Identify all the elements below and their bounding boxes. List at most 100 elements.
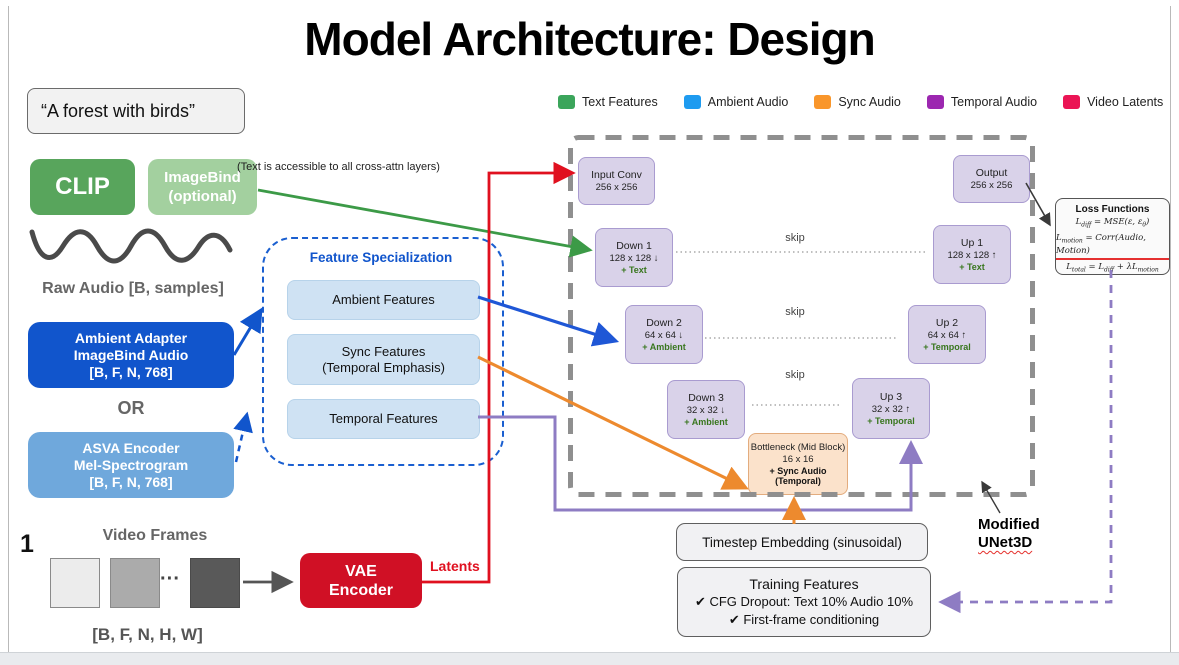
- text-prompt-box: “A forest with birds”: [27, 88, 245, 134]
- bottom-strip: [0, 652, 1179, 665]
- latents-label: Latents: [430, 558, 480, 574]
- asva-encoder-line: [B, F, N, 768]: [89, 473, 173, 490]
- slide-left-border: [8, 6, 9, 653]
- raw-audio-label: Raw Audio [B, samples]: [42, 280, 224, 297]
- ambient-adapter-line: [B, F, N, 768]: [89, 363, 173, 380]
- loss-functions-box: Loss Functions Ldiff = MSE(ε, εθ) Lmotio…: [1055, 198, 1170, 275]
- node-cond: + Temporal: [867, 416, 915, 426]
- legend-item-sync-audio: Sync Audio: [814, 95, 901, 109]
- imagebind-label: ImageBind: [164, 169, 241, 186]
- legend-label: Video Latents: [1087, 95, 1164, 109]
- imagebind-optional-label: (optional): [168, 188, 237, 205]
- legend-item-ambient-audio: Ambient Audio: [683, 95, 789, 109]
- training-feature-item: ✔ First-frame conditioning: [728, 612, 880, 627]
- unet-up2-node: Up 2 64 x 64 ↑ + Temporal: [908, 305, 986, 364]
- legend-item-text-features: Text Features: [558, 95, 658, 109]
- video-frame-dark: [190, 558, 240, 608]
- unet-up1-node: Up 1 128 x 128 ↑ + Text: [933, 225, 1011, 284]
- skip-label-3: skip: [785, 369, 805, 381]
- node-cond: + Temporal: [923, 342, 971, 352]
- legend-label: Sync Audio: [838, 95, 901, 109]
- sync-features-box: Sync Features (Temporal Emphasis): [287, 334, 480, 385]
- ambient-audio-swatch-icon: [683, 95, 701, 109]
- training-feature-item: ✔ CFG Dropout: Text 10% Audio 10%: [694, 594, 914, 609]
- legend-label: Text Features: [582, 95, 658, 109]
- loss-functions-title: Loss Functions: [1075, 204, 1150, 215]
- vae-line: VAE: [345, 562, 377, 580]
- node-size: 256 x 256: [595, 182, 638, 193]
- node-cond: + Text: [959, 262, 985, 272]
- crossattn-note: (Text is accessible to all cross-attn la…: [237, 161, 440, 173]
- asva-encoder-line: Mel-Spectrogram: [73, 456, 189, 473]
- sync-audio-swatch-icon: [814, 95, 832, 109]
- unet-down2-node: Down 2 64 x 64 ↓ + Ambient: [625, 305, 703, 364]
- text-features-swatch-icon: [558, 95, 575, 109]
- node-title: Down 2: [646, 317, 682, 329]
- node-title: Input Conv: [591, 169, 642, 181]
- unet-input-conv-node: Input Conv 256 x 256: [578, 157, 655, 205]
- clip-encoder-box: CLIP: [30, 159, 135, 215]
- ambient-features-box: Ambient Features: [287, 280, 480, 320]
- node-size: 32 x 32 ↑: [871, 404, 911, 415]
- slide-right-border: [1170, 6, 1171, 653]
- node-size: 64 x 64 ↓: [644, 330, 684, 341]
- loss-eq-motion: Lmotion = Corr(Audio, Motion): [1056, 233, 1169, 261]
- unet-up3-node: Up 3 32 x 32 ↑ + Temporal: [852, 378, 930, 439]
- unet-down1-node: Down 1 128 x 128 ↓ + Text: [595, 228, 673, 287]
- sync-features-line: Sync Features: [341, 343, 426, 359]
- unet-down3-node: Down 3 32 x 32 ↓ + Ambient: [667, 380, 745, 439]
- node-size: 128 x 128 ↑: [947, 250, 997, 261]
- node-size: 64 x 64 ↑: [927, 330, 967, 341]
- node-title: Down 1: [616, 240, 652, 252]
- loss-eq-total: Ltotal = Ldiff + λLmotion: [1066, 262, 1159, 275]
- node-title: Down 3: [688, 392, 724, 404]
- legend-item-video-latents: Video Latents: [1063, 95, 1163, 109]
- loss-eq-diff: Ldiff = MSE(ε, εθ): [1075, 217, 1150, 229]
- slide-page-number: 1: [20, 530, 34, 558]
- video-frames-label: Video Frames: [102, 527, 208, 544]
- node-title: Bottleneck (Mid Block): [750, 442, 846, 453]
- skip-label-2: skip: [785, 306, 805, 318]
- unet-bottleneck-node: Bottleneck (Mid Block) 16 x 16 + Sync Au…: [748, 433, 848, 495]
- asva-encoder-box: ASVA Encoder Mel-Spectrogram [B, F, N, 7…: [28, 432, 234, 498]
- asva-encoder-line: ASVA Encoder: [82, 439, 180, 456]
- node-title: Output: [975, 167, 1008, 179]
- ambient-adapter-line: Ambient Adapter: [74, 329, 188, 346]
- training-features-title: Training Features: [749, 576, 859, 592]
- video-frame-mid: [110, 558, 160, 608]
- node-title: Up 2: [935, 317, 959, 329]
- legend-item-temporal-audio: Temporal Audio: [926, 95, 1038, 109]
- temporal-audio-swatch-icon: [926, 95, 944, 109]
- imagebind-encoder-box: ImageBind (optional): [148, 159, 257, 215]
- node-cond: + Ambient: [642, 342, 686, 352]
- unet-output-node: Output 256 x 256: [953, 155, 1030, 203]
- node-size: 256 x 256: [970, 180, 1013, 191]
- node-size: 32 x 32 ↓: [686, 405, 726, 416]
- vae-encoder-box: VAE Encoder: [300, 553, 422, 608]
- node-cond: + Sync Audio (Temporal): [769, 466, 827, 486]
- legend-label: Temporal Audio: [950, 95, 1038, 109]
- training-features-box: Training Features ✔ CFG Dropout: Text 10…: [677, 567, 931, 637]
- timestep-embedding-box: Timestep Embedding (sinusoidal): [676, 523, 928, 561]
- unet3d-label-line: UNet3D: [978, 534, 1033, 551]
- feature-specialization-title: Feature Specialization: [309, 250, 453, 265]
- modified-label-line: Modified: [978, 516, 1040, 533]
- or-label: OR: [117, 398, 145, 418]
- legend: Text Features Ambient Audio Sync Audio T…: [558, 95, 1163, 109]
- video-frame-light: [50, 558, 100, 608]
- node-size: 128 x 128 ↓: [609, 253, 659, 264]
- page-title: Model Architecture: Design: [304, 13, 875, 65]
- node-title: Up 1: [960, 237, 984, 249]
- node-title: Up 3: [879, 391, 903, 403]
- legend-label: Ambient Audio: [707, 95, 789, 109]
- node-size: 16 x 16: [782, 454, 814, 465]
- ambient-adapter-box: Ambient Adapter ImageBind Audio [B, F, N…: [28, 322, 234, 388]
- ambient-adapter-line: ImageBind Audio: [73, 346, 189, 363]
- modified-unet3d-label: Modified UNet3D: [978, 516, 1078, 552]
- vae-line: Encoder: [328, 581, 393, 599]
- video-latents-swatch-icon: [1063, 95, 1081, 109]
- node-cond: + Text: [621, 265, 647, 275]
- temporal-features-box: Temporal Features: [287, 399, 480, 439]
- skip-label-1: skip: [785, 232, 805, 244]
